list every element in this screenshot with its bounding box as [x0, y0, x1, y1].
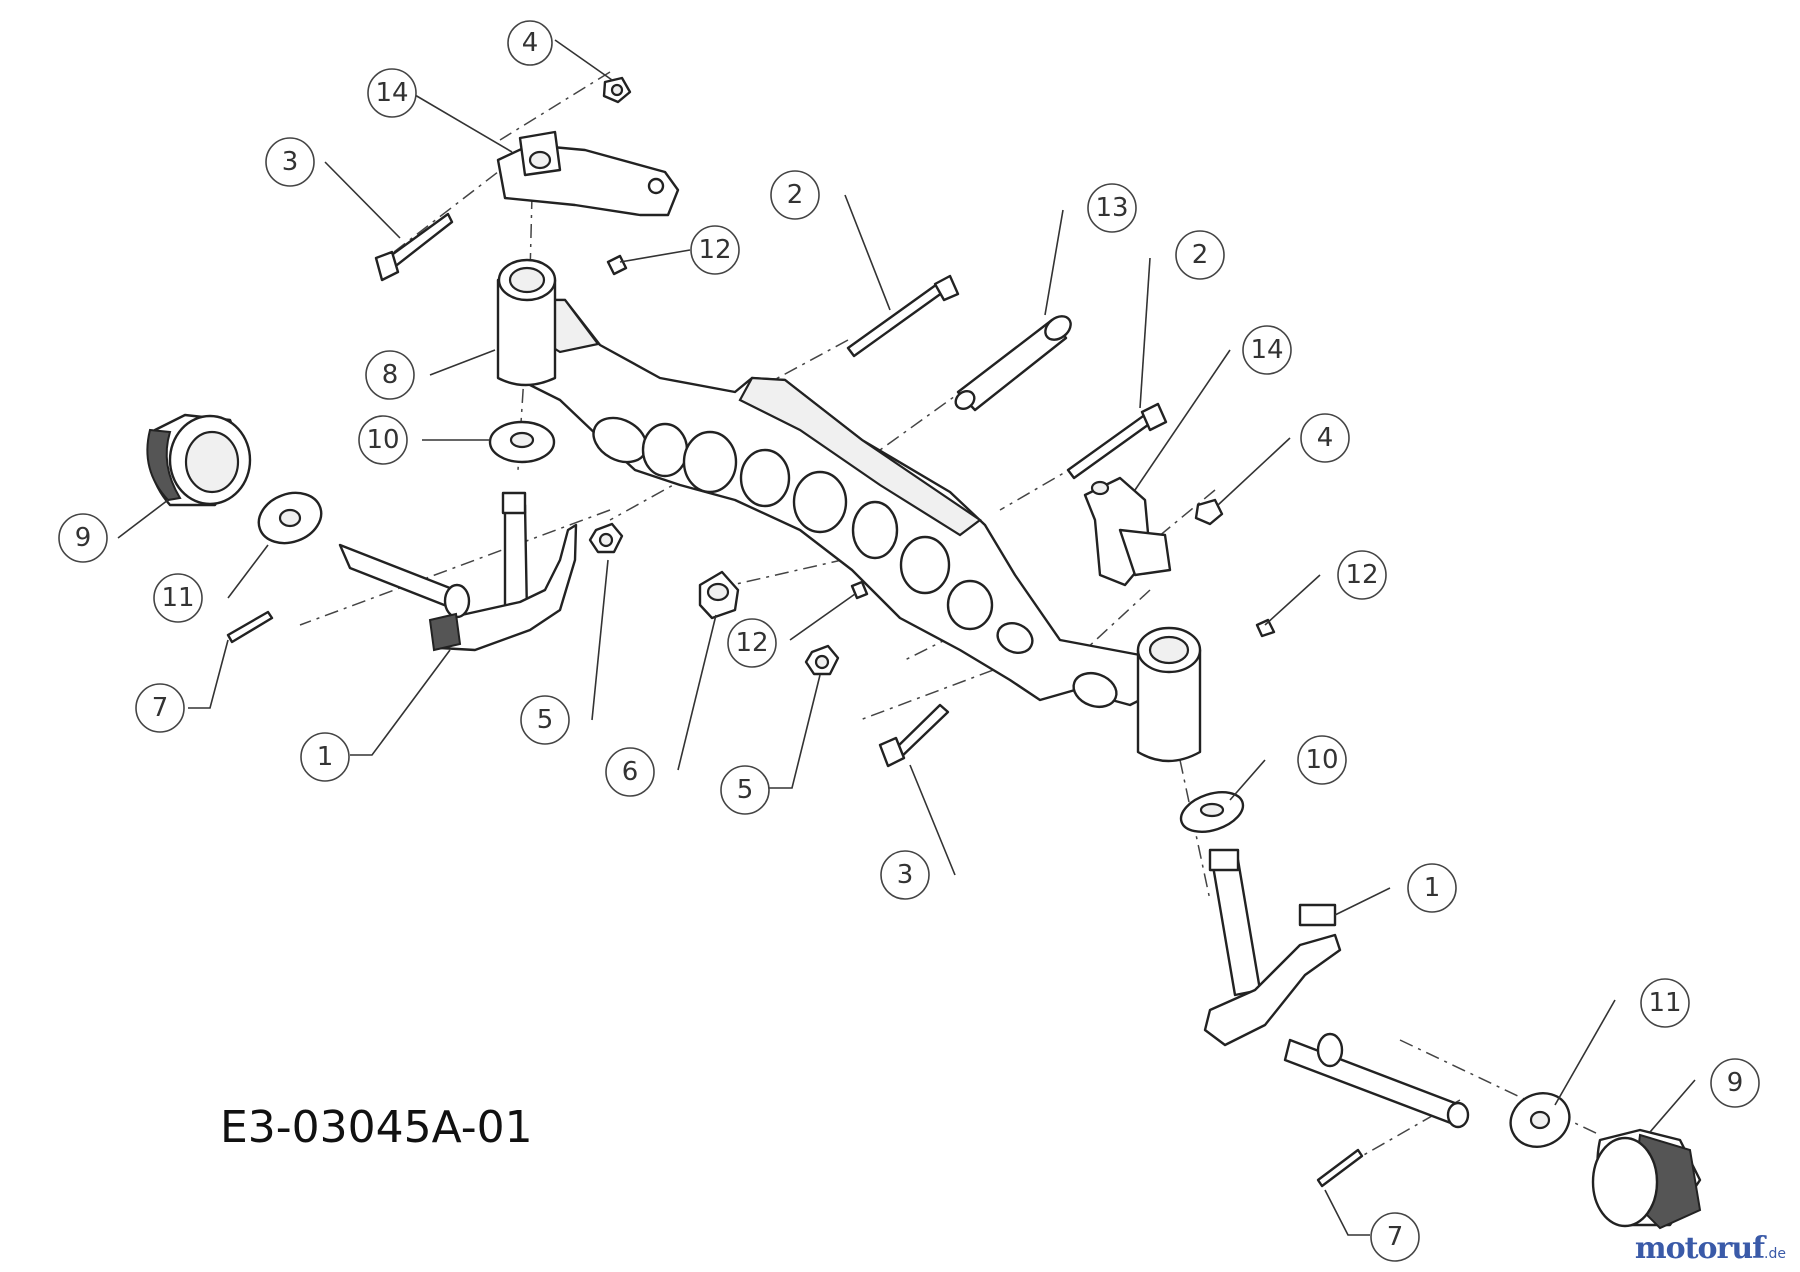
svg-text:14: 14 — [375, 78, 408, 108]
svg-text:2: 2 — [1192, 240, 1209, 270]
callout-12: 12 — [727, 618, 777, 668]
callout-3: 3 — [880, 850, 930, 900]
svg-text:3: 3 — [897, 860, 914, 890]
callout-13: 13 — [1087, 183, 1137, 233]
callouts: 4 14 3 12 2 13 2 14 4 8 10 9 11 7 1 5 6 … — [58, 20, 1760, 1262]
brand-suffix: .de — [1764, 1246, 1786, 1262]
svg-text:12: 12 — [698, 235, 731, 265]
svg-text:2: 2 — [787, 180, 804, 210]
callout-9: 9 — [1710, 1058, 1760, 1108]
svg-text:7: 7 — [152, 693, 169, 723]
callout-12: 12 — [690, 225, 740, 275]
svg-text:11: 11 — [1648, 988, 1681, 1018]
svg-text:4: 4 — [1317, 423, 1334, 453]
washers — [488, 420, 1245, 833]
axle-beam — [496, 258, 1202, 763]
hub-left — [146, 413, 323, 644]
steering-arm-right — [1083, 476, 1172, 587]
svg-text:5: 5 — [537, 705, 554, 735]
callout-9: 9 — [58, 513, 108, 563]
callout-2: 2 — [770, 170, 820, 220]
callout-7: 7 — [135, 683, 185, 733]
callout-3: 3 — [265, 137, 315, 187]
brand-logo: motoruf.de — [1635, 1231, 1786, 1266]
svg-text:10: 10 — [1305, 745, 1338, 775]
callout-1: 1 — [300, 732, 350, 782]
callout-14: 14 — [1242, 325, 1292, 375]
callout-6: 6 — [605, 747, 655, 797]
callout-2: 2 — [1175, 230, 1225, 280]
callout-12: 12 — [1337, 550, 1387, 600]
callout-8: 8 — [365, 350, 415, 400]
svg-text:11: 11 — [161, 583, 194, 613]
steering-arm-left — [496, 130, 680, 217]
callout-7: 7 — [1370, 1212, 1420, 1262]
brand-main: motoruf — [1634, 1231, 1765, 1266]
spindle-left — [338, 491, 578, 652]
svg-text:12: 12 — [735, 628, 768, 658]
drawing-code: E3-03045A-01 — [220, 1102, 533, 1153]
callout-14: 14 — [367, 68, 417, 118]
callout-11: 11 — [153, 573, 203, 623]
svg-text:9: 9 — [75, 523, 92, 553]
svg-text:10: 10 — [366, 425, 399, 455]
svg-text:3: 3 — [282, 147, 299, 177]
leader-lines — [117, 39, 1696, 1236]
callout-5: 5 — [520, 695, 570, 745]
callout-1: 1 — [1407, 863, 1457, 913]
svg-text:6: 6 — [622, 757, 639, 787]
callout-11: 11 — [1640, 978, 1690, 1028]
svg-text:1: 1 — [1424, 873, 1441, 903]
svg-text:12: 12 — [1345, 560, 1378, 590]
callout-5: 5 — [720, 765, 770, 815]
spindle-right — [1203, 848, 1470, 1129]
fasteners — [374, 76, 1276, 768]
svg-text:4: 4 — [522, 28, 539, 58]
callout-4: 4 — [507, 20, 553, 66]
svg-text:14: 14 — [1250, 335, 1283, 365]
svg-text:1: 1 — [317, 742, 334, 772]
svg-text:8: 8 — [382, 360, 399, 390]
callout-4: 4 — [1300, 413, 1350, 463]
svg-text:13: 13 — [1095, 193, 1128, 223]
callout-10: 10 — [1297, 735, 1347, 785]
callout-10: 10 — [358, 415, 408, 465]
svg-text:9: 9 — [1727, 1068, 1744, 1098]
svg-text:7: 7 — [1387, 1222, 1404, 1252]
hub-right — [1316, 1092, 1702, 1230]
svg-text:5: 5 — [737, 775, 754, 805]
